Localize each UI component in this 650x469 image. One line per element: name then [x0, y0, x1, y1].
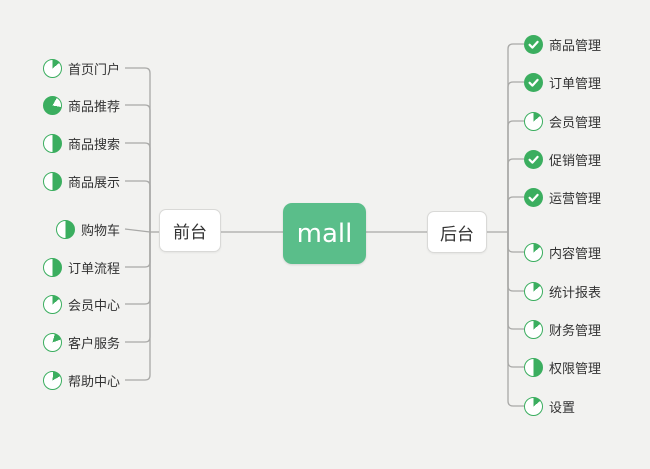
mindmap-item[interactable]: 会员中心 — [42, 291, 120, 317]
branch-node-back[interactable]: 后台 — [427, 211, 487, 253]
mindmap-item-label: 财务管理 — [549, 323, 602, 339]
root-node-label: mall — [296, 218, 353, 249]
mindmap-item-label: 权限管理 — [549, 361, 602, 377]
mindmap-item[interactable]: 促销管理 — [524, 146, 601, 172]
mindmap-item[interactable]: 订单流程 — [42, 254, 120, 280]
mindmap-item-label: 商品搜索 — [67, 137, 120, 153]
mindmap-item[interactable]: 商品搜索 — [42, 130, 120, 156]
done-check-icon — [524, 187, 543, 207]
mindmap-item[interactable]: 统计报表 — [524, 278, 601, 304]
mindmap-item[interactable]: 设置 — [524, 393, 575, 419]
mindmap-item[interactable]: 会员管理 — [524, 108, 601, 134]
mindmap-item[interactable]: 运营管理 — [524, 184, 601, 210]
progress-pie-icon — [42, 133, 62, 153]
branch-node-back-label: 后台 — [440, 224, 474, 245]
progress-pie-icon — [55, 219, 75, 239]
mindmap-item[interactable]: 财务管理 — [524, 316, 601, 342]
progress-pie-icon — [524, 396, 543, 416]
mindmap-item-label: 运营管理 — [549, 191, 602, 207]
mindmap-item-label: 订单管理 — [549, 76, 602, 92]
done-check-icon — [524, 72, 543, 92]
progress-pie-icon — [42, 95, 62, 115]
mindmap-item-label: 商品管理 — [549, 38, 602, 54]
progress-pie-icon — [524, 111, 543, 131]
progress-pie-icon — [42, 370, 62, 390]
done-check-icon — [524, 149, 543, 169]
branch-node-front[interactable]: 前台 — [159, 209, 221, 252]
mindmap-item[interactable]: 商品推荐 — [42, 92, 120, 118]
mindmap-item-label: 统计报表 — [549, 285, 602, 301]
progress-pie-icon — [42, 294, 62, 314]
mindmap-item-label: 内容管理 — [549, 246, 602, 262]
mindmap-item[interactable]: 购物车 — [55, 216, 120, 242]
progress-pie-icon — [524, 281, 543, 301]
done-check-icon — [524, 34, 543, 54]
progress-pie-icon — [42, 171, 62, 191]
mindmap-item[interactable]: 内容管理 — [524, 239, 601, 265]
mindmap-item[interactable]: 订单管理 — [524, 69, 601, 95]
mindmap-item-label: 客户服务 — [67, 336, 120, 352]
progress-pie-icon — [524, 319, 543, 339]
mindmap-item-label: 商品展示 — [67, 175, 120, 191]
progress-pie-icon — [42, 332, 62, 352]
mindmap-item-label: 设置 — [549, 400, 576, 416]
progress-pie-icon — [42, 257, 62, 277]
mindmap-item-label: 促销管理 — [549, 153, 602, 169]
mindmap-item-label: 首页门户 — [67, 62, 120, 78]
branch-node-front-label: 前台 — [173, 223, 207, 243]
mindmap-item-label: 商品推荐 — [67, 99, 120, 115]
mindmap-item[interactable]: 商品展示 — [42, 168, 120, 194]
mindmap-item-label: 会员中心 — [67, 298, 120, 314]
mindmap-item-label: 订单流程 — [67, 261, 120, 277]
mindmap-item[interactable]: 首页门户 — [42, 55, 120, 81]
mindmap-item[interactable]: 帮助中心 — [42, 367, 120, 393]
root-node-mall[interactable]: mall — [283, 203, 366, 264]
mindmap-item[interactable]: 客户服务 — [42, 329, 120, 355]
mindmap-item-label: 帮助中心 — [67, 374, 120, 390]
progress-pie-icon — [42, 58, 62, 78]
progress-pie-icon — [524, 242, 543, 262]
mindmap-item-label: 购物车 — [80, 223, 120, 239]
mindmap-item-label: 会员管理 — [549, 115, 602, 131]
mindmap-item[interactable]: 商品管理 — [524, 31, 601, 57]
progress-pie-icon — [524, 357, 543, 377]
mindmap-item[interactable]: 权限管理 — [524, 354, 601, 380]
